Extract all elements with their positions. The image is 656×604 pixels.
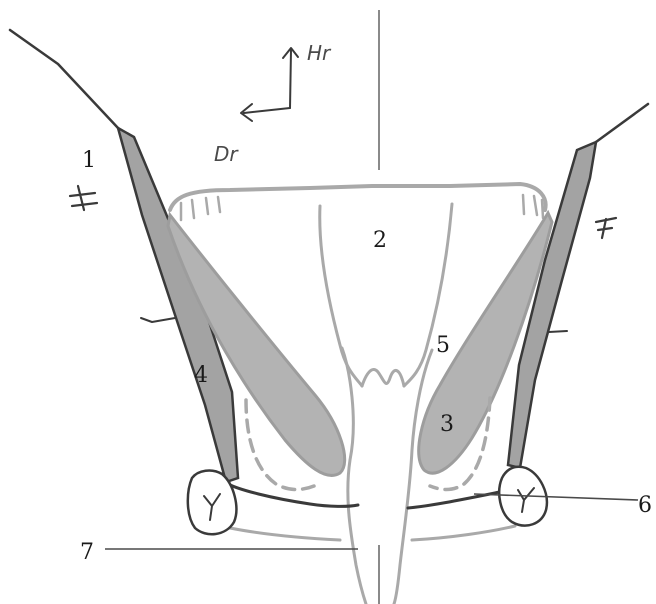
tick-mark-right xyxy=(596,218,616,238)
outer-line-right xyxy=(596,104,648,142)
side-tick-left xyxy=(141,318,175,322)
label-6: 6 xyxy=(638,493,652,518)
outer-line-left xyxy=(10,30,118,128)
arrow-left-icon xyxy=(241,104,290,121)
orientation-horizontal-label: Dr xyxy=(214,142,239,166)
top-arch xyxy=(170,184,546,210)
label-3: 3 xyxy=(440,412,454,437)
central-tube-right xyxy=(394,350,432,604)
label-1: 1 xyxy=(82,148,96,173)
tick-mark-left xyxy=(70,186,97,210)
bottom-band-upper xyxy=(228,484,358,506)
bottom-band-lower-right xyxy=(412,526,515,540)
knob-left xyxy=(188,471,237,535)
arch-fringe-left xyxy=(181,197,220,220)
label-5: 5 xyxy=(436,333,450,358)
orientation-vertical-label: Hr xyxy=(307,41,332,65)
label-7: 7 xyxy=(80,540,94,565)
orientation-indicator: Hr Dr xyxy=(214,41,332,166)
label-2: 2 xyxy=(373,228,387,253)
arrow-up-icon xyxy=(283,48,298,108)
central-structure-2 xyxy=(320,206,362,386)
bottom-band-lower xyxy=(230,528,340,540)
label-4: 4 xyxy=(194,363,208,388)
arch-fringe-right xyxy=(523,195,543,218)
central-lobes xyxy=(362,370,404,386)
